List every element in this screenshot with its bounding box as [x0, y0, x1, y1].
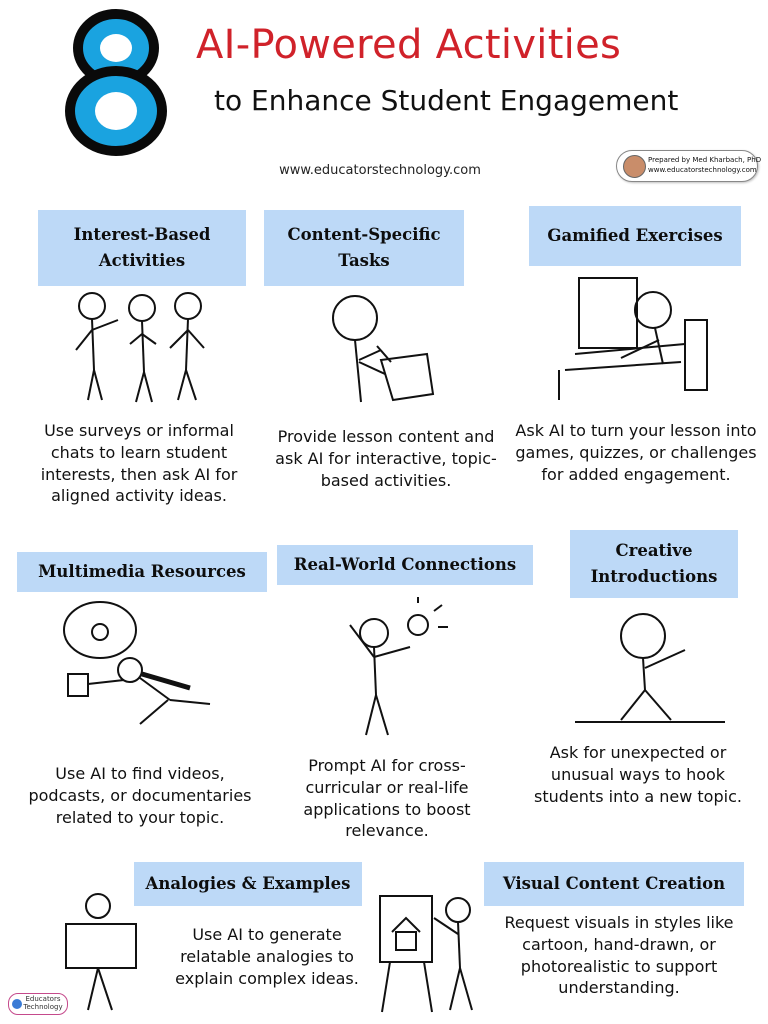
student-writing-illustration: [332, 295, 435, 403]
running-with-laptop-illustration: [63, 601, 211, 725]
activity-title-interest-based: Interest-Based Activities: [38, 210, 246, 286]
page-title: AI-Powered Activities: [196, 22, 622, 68]
activity-desc-multimedia: Use AI to find videos, podcasts, or docu…: [28, 764, 252, 827]
logo-text: Educators Technology: [23, 995, 63, 1011]
activity-desc-creative-intro: Ask for unexpected or unusual ways to ho…: [534, 743, 742, 806]
activity-desc-gamified: Ask AI to turn your lesson into games, q…: [515, 421, 757, 484]
activity-desc-analogies: Use AI to generate relatable analogies t…: [175, 925, 359, 988]
student-at-computer-illustration: [558, 277, 708, 400]
page-subtitle: to Enhance Student Engagement: [214, 84, 679, 117]
activity-title-analogies: Analogies & Examples: [134, 862, 362, 906]
activity-title-real-world: Real-World Connections: [277, 545, 533, 585]
painter-at-easel-illustration: [379, 895, 473, 1013]
activity-title-content-specific: Content-Specific Tasks: [264, 210, 464, 286]
person-holding-sign-illustration: [65, 893, 137, 1011]
activity-desc-interest-based: Use surveys or informal chats to learn s…: [40, 421, 238, 506]
author-avatar: [623, 155, 646, 178]
author-badge: Prepared by Med Kharbach, PhD www.educat…: [616, 150, 762, 182]
website-url: www.educatorstechnology.com: [279, 163, 481, 178]
three-friends-illustration: [75, 292, 205, 403]
logo-icon: [12, 999, 22, 1009]
activity-title-creative-intro: Creative Introductions: [570, 530, 738, 598]
activity-title-multimedia: Multimedia Resources: [17, 552, 267, 592]
badge-website: www.educatorstechnology.com: [648, 166, 757, 174]
badge-author: Prepared by Med Kharbach, PhD: [648, 156, 762, 164]
number-eight-graphic: 8: [65, 9, 167, 156]
activity-title-gamified: Gamified Exercises: [529, 206, 741, 266]
activity-desc-real-world: Prompt AI for cross-curricular or real-l…: [303, 756, 471, 841]
thinking-student-illustration: [575, 613, 725, 723]
activity-title-visual-content: Visual Content Creation: [484, 862, 744, 906]
educators-technology-logo: Educators Technology: [8, 993, 68, 1015]
idea-lightbulb-illustration: [349, 597, 448, 736]
activity-desc-content-specific: Provide lesson content and ask AI for in…: [275, 427, 497, 490]
activity-desc-visual-content: Request visuals in styles like cartoon, …: [504, 913, 734, 998]
